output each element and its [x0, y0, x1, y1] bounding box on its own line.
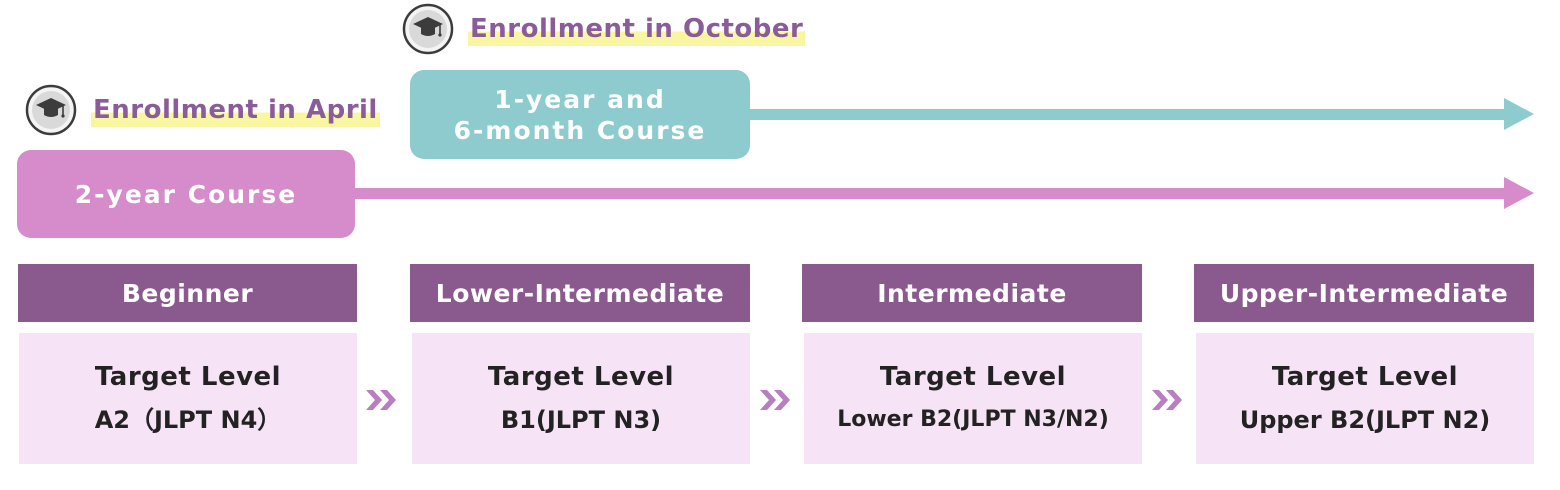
double-chevron-right-icon: [366, 390, 396, 410]
level-body-lower-intermediate: Target Level B1(JLPT N3): [412, 333, 750, 464]
enrollment-april-heading: Enrollment in April: [25, 84, 380, 136]
course-label-line1: 1-year and: [494, 84, 666, 114]
target-level-value: A2（JLPT N4）: [94, 405, 282, 434]
double-chevron-right-icon: [1152, 390, 1182, 410]
graduation-cap-icon: [25, 84, 77, 136]
level-body-beginner: Target Level A2（JLPT N4）: [19, 333, 357, 464]
level-header-label: Upper-Intermediate: [1219, 278, 1509, 308]
level-header-intermediate: Intermediate: [802, 264, 1142, 322]
course-label: 2-year Course: [74, 179, 298, 209]
level-header-upper-intermediate: Upper-Intermediate: [1194, 264, 1534, 322]
level-header-label: Lower-Intermediate: [435, 278, 725, 308]
course-label-line2: 6-month Course: [453, 115, 707, 145]
target-level-value: Lower B2(JLPT N3/N2): [837, 406, 1109, 432]
one-and-half-year-course-box: 1-year and 6-month Course: [410, 70, 750, 159]
enrollment-april-label: Enrollment in April: [91, 93, 380, 127]
level-header-lower-intermediate: Lower-Intermediate: [410, 264, 750, 322]
graduation-cap-icon: [402, 3, 454, 55]
target-level-label: Target Level: [487, 361, 675, 392]
level-body-upper-intermediate: Target Level Upper B2(JLPT N2): [1196, 333, 1534, 464]
one-and-half-year-timeline-arrow: [745, 109, 1510, 120]
target-level-label: Target Level: [1271, 361, 1459, 392]
pink-arrowhead-icon: [1504, 177, 1534, 209]
enrollment-october-heading: Enrollment in October: [402, 3, 806, 55]
target-level-label: Target Level: [94, 361, 282, 392]
two-year-timeline-arrow: [350, 188, 1510, 199]
level-header-label: Intermediate: [877, 278, 1067, 308]
level-header-beginner: Beginner: [18, 264, 357, 322]
enrollment-october-label: Enrollment in October: [468, 12, 806, 46]
target-level-value: B1(JLPT N3): [500, 405, 662, 434]
target-level-label: Target Level: [879, 361, 1067, 392]
level-header-label: Beginner: [121, 278, 254, 308]
target-level-value: Upper B2(JLPT N2): [1239, 405, 1491, 434]
two-year-course-box: 2-year Course: [17, 150, 355, 238]
level-body-intermediate: Target Level Lower B2(JLPT N3/N2): [804, 333, 1142, 464]
teal-arrowhead-icon: [1504, 98, 1534, 130]
double-chevron-right-icon: [760, 390, 790, 410]
